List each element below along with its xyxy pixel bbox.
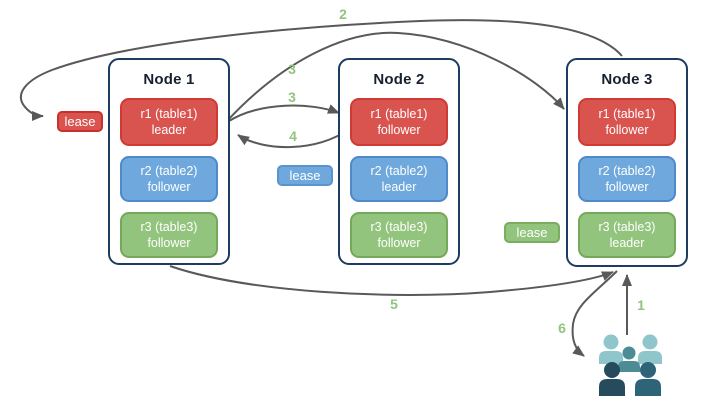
node-title: Node 1 [143, 71, 195, 88]
replica-role: leader [609, 236, 645, 250]
step-label-6: 6 [558, 320, 566, 336]
replica-r3-node2: r3 (table3) follower [350, 212, 448, 258]
replica-r1-node2: r1 (table1) follower [350, 98, 448, 146]
lease-badge-r2: lease [277, 165, 333, 186]
step-label-2: 2 [339, 6, 347, 22]
replica-role: follower [605, 180, 649, 194]
replica-range: r1 (table1) [598, 106, 656, 121]
replica-range: r3 (table3) [370, 219, 428, 234]
lease-badge-r1: lease [57, 111, 103, 132]
step-label-3b: 3 [288, 89, 296, 105]
step-label-5: 5 [390, 296, 398, 312]
replica-role: follower [147, 180, 191, 194]
replica-range: r2 (table2) [370, 163, 428, 178]
node-title: Node 3 [601, 71, 653, 88]
replica-r1-node1: r1 (table1) leader [120, 98, 218, 146]
arrow-step6-gateway-to-client [571, 270, 618, 357]
replica-range: r1 (table1) [370, 106, 428, 121]
step-label-4: 4 [289, 128, 297, 144]
step-label-3a: 3 [288, 61, 296, 77]
replica-r2-node3: r2 (table2) follower [578, 156, 676, 202]
replica-r2-node1: r2 (table2) follower [120, 156, 218, 202]
step-label-1: 1 [637, 297, 645, 313]
replica-range: r2 (table2) [598, 163, 656, 178]
replica-role: follower [605, 123, 649, 137]
node-box-3: Node 3 r1 (table1) follower r2 (table2) … [566, 58, 688, 267]
replica-range: r3 (table3) [598, 219, 656, 234]
users-icon [599, 334, 662, 396]
replica-role: leader [381, 180, 417, 194]
replica-r3-node3: r3 (table3) leader [578, 212, 676, 258]
replica-role: follower [147, 236, 191, 250]
arrow-step3-leader-to-node2 [228, 104, 340, 122]
replica-r3-node1: r3 (table3) follower [120, 212, 218, 258]
lease-badge-r3: lease [504, 222, 560, 243]
node-box-2: Node 2 r1 (table1) follower r2 (table2) … [338, 58, 460, 265]
node-box-1: Node 1 r1 (table1) leader r2 (table2) fo… [108, 58, 230, 265]
replica-role: follower [377, 236, 421, 250]
replica-range: r2 (table2) [140, 163, 198, 178]
replica-role: leader [151, 123, 187, 137]
replica-range: r1 (table1) [140, 106, 198, 121]
replica-r2-node2: r2 (table2) leader [350, 156, 448, 202]
replica-r1-node3: r1 (table1) follower [578, 98, 676, 146]
arrow-step5-leaseholder-to-gateway [169, 265, 614, 296]
replica-role: follower [377, 123, 421, 137]
node-title: Node 2 [373, 71, 425, 88]
replica-range: r3 (table3) [140, 219, 198, 234]
